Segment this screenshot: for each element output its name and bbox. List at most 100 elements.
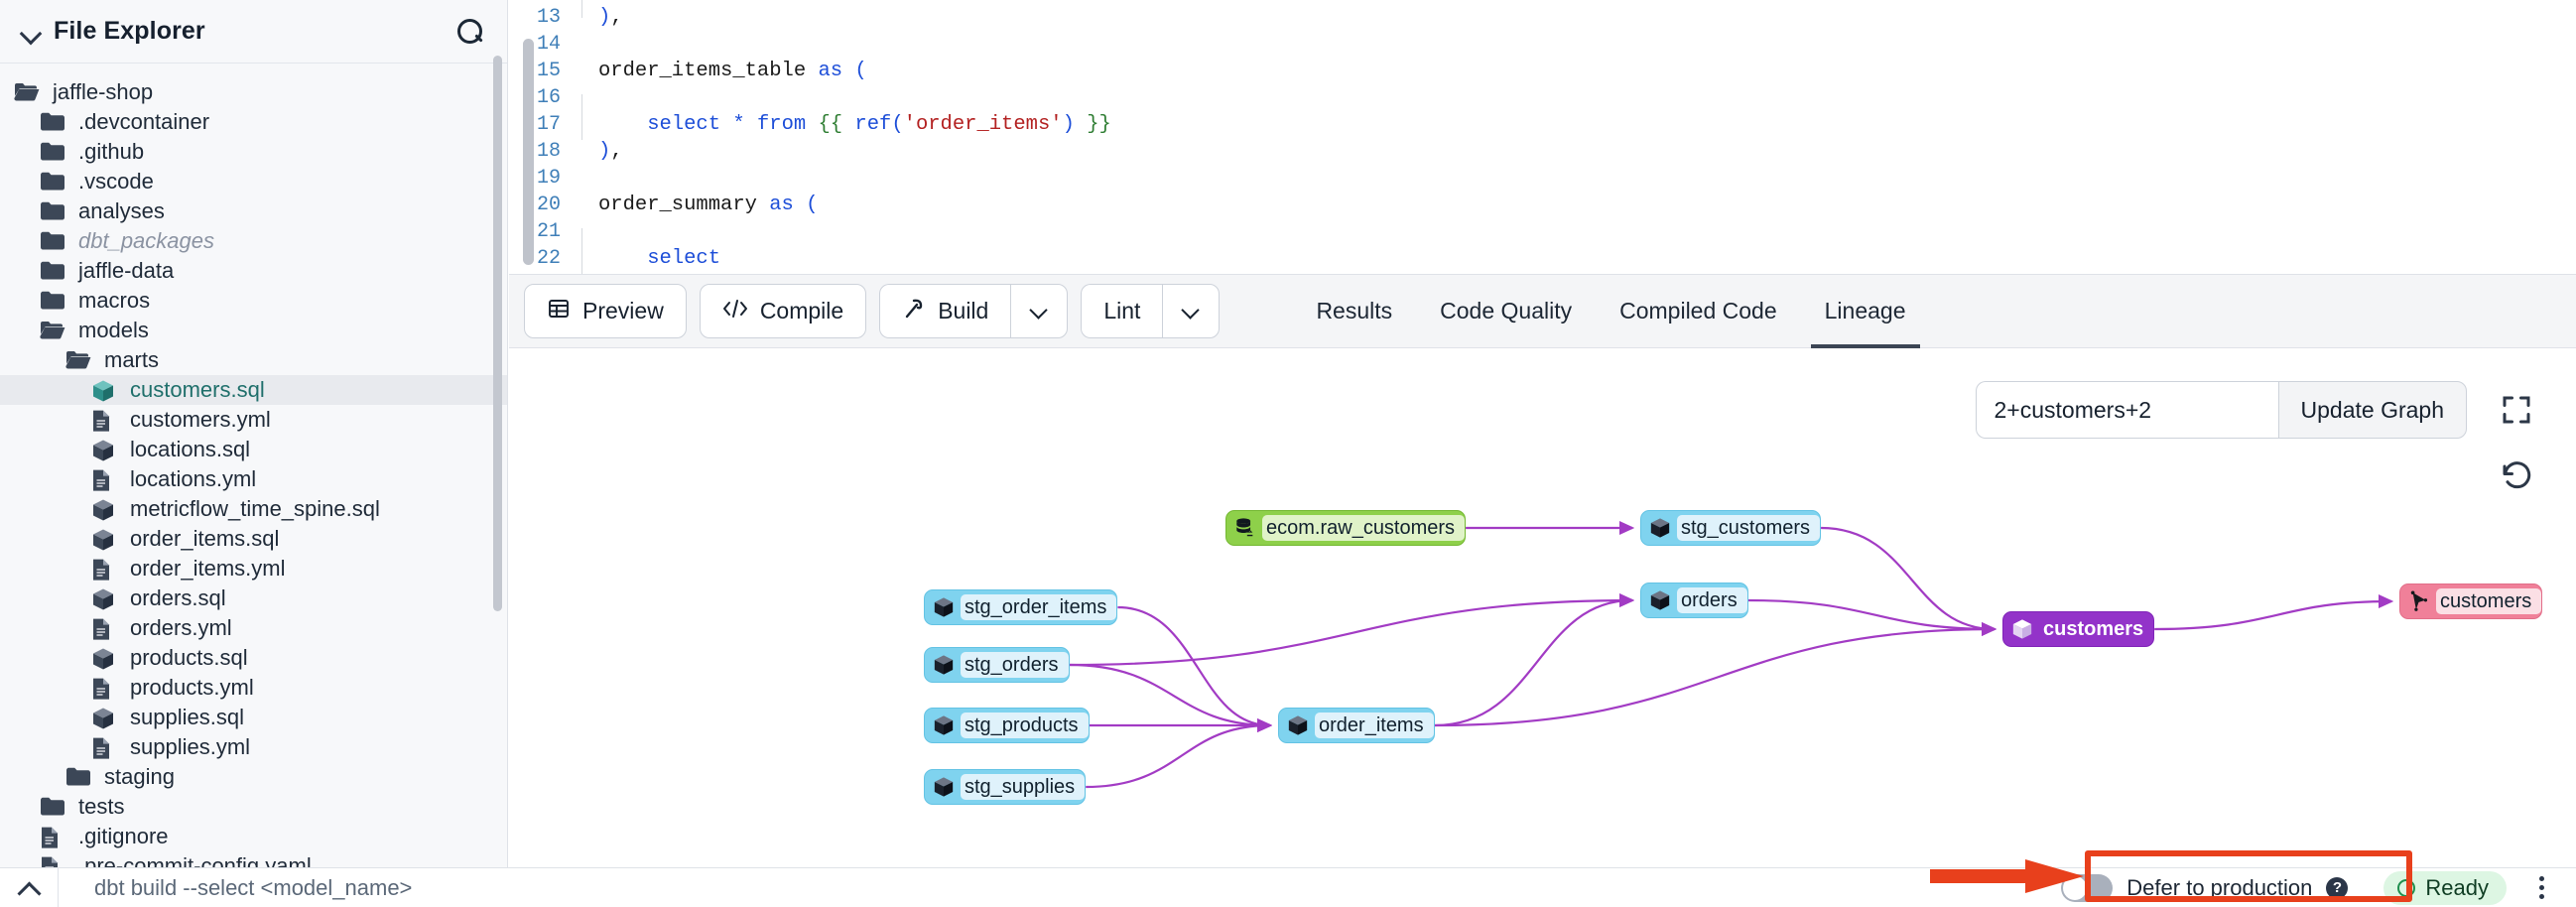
compile-label: Compile <box>759 298 844 324</box>
file-tree-item[interactable]: staging <box>0 762 507 792</box>
file-tree-item[interactable]: .devcontainer <box>0 107 507 137</box>
file-tree-item-label: products.yml <box>130 675 254 700</box>
file-tree-item[interactable]: orders.yml <box>0 613 507 643</box>
code-line[interactable]: 18), <box>509 138 2576 165</box>
reset-arrow-icon[interactable] <box>2499 457 2534 493</box>
file-tree-item-label: supplies.yml <box>130 734 251 759</box>
defer-to-production-toggle[interactable]: Defer to production ? <box>2045 870 2368 906</box>
file-tree-item[interactable]: .gitignore <box>0 822 507 851</box>
file-tree-item[interactable]: jaffle-data <box>0 256 507 286</box>
file-tree-item-label: supplies.sql <box>130 705 244 729</box>
compile-button[interactable]: Compile <box>699 284 867 338</box>
lineage-node-stg_customers[interactable]: stg_customers <box>1640 510 1822 546</box>
code-line[interactable]: 12 <box>509 0 2576 18</box>
file-tree-item[interactable]: dbt_packages <box>0 226 507 256</box>
file-tree-item[interactable]: .pre-commit-config.yaml <box>0 851 507 867</box>
file-tree-item[interactable]: tests <box>0 792 507 822</box>
update-graph-button[interactable]: Update Graph <box>2277 381 2467 439</box>
code-line[interactable]: 16 <box>509 84 2576 125</box>
file-tree-item[interactable]: order_items.sql <box>0 524 507 554</box>
lineage-node-stg_orders[interactable]: stg_orders <box>924 647 1070 683</box>
code-line[interactable]: 19 <box>509 165 2576 192</box>
folder-icon <box>65 349 95 371</box>
lineage-node-stg_products[interactable]: stg_products <box>924 708 1090 743</box>
more-vertical-icon[interactable] <box>2524 876 2558 899</box>
lineage-node-order_items[interactable]: order_items <box>1278 708 1435 743</box>
sidebar-scrollbar[interactable] <box>493 56 502 611</box>
file-tree-item[interactable]: locations.yml <box>0 464 507 494</box>
chevron-down-icon[interactable] <box>18 19 44 45</box>
file-tree-item-label: customers.yml <box>130 407 271 432</box>
command-hint-text: dbt build --select <model_name> <box>94 874 413 900</box>
lineage-node-label: stg_order_items <box>961 594 1117 620</box>
lineage-node-label: stg_customers <box>1677 515 1821 541</box>
file-tree-item[interactable]: models <box>0 316 507 345</box>
lineage-node-customers_focus[interactable]: customers <box>2002 611 2155 647</box>
file-tree-item[interactable]: supplies.sql <box>0 703 507 732</box>
code-line[interactable]: 14 <box>509 31 2576 58</box>
lint-button[interactable]: Lint <box>1081 284 1163 338</box>
file-tree-item[interactable]: jaffle-shop <box>0 77 507 107</box>
lineage-node-customers_exposure[interactable]: customers <box>2399 583 2543 619</box>
lint-dropdown-button[interactable] <box>1162 284 1221 338</box>
line-number: 20 <box>536 194 561 216</box>
file-tree-item[interactable]: metricflow_time_spine.sql <box>0 494 507 524</box>
question-mark-icon[interactable]: ? <box>2326 876 2349 899</box>
file-tree-item[interactable]: .github <box>0 137 507 167</box>
file-tree-item[interactable]: products.yml <box>0 673 507 703</box>
code-line[interactable]: 17 select * from {{ ref('order_items') }… <box>509 109 2576 140</box>
line-number: 14 <box>536 33 561 56</box>
build-dropdown-button[interactable] <box>1010 284 1069 338</box>
defer-to-production-label: Defer to production <box>2126 874 2313 900</box>
status-bar: dbt build --select <model_name> Defer to… <box>0 867 2576 907</box>
code-line[interactable]: 13), <box>509 4 2576 31</box>
file-tree-item[interactable]: customers.sql <box>0 375 507 405</box>
file-tree-item[interactable]: orders.sql <box>0 583 507 613</box>
status-bar-right: Defer to production ? Ready <box>2045 868 2576 907</box>
tab-lineage[interactable]: Lineage <box>1801 274 1930 348</box>
file-tree-item-label: dbt_packages <box>78 228 214 253</box>
file-tree-item[interactable]: order_items.yml <box>0 554 507 583</box>
editor-toolbar: Preview Compile Build <box>509 274 2576 348</box>
toggle-switch[interactable] <box>2061 873 2114 902</box>
search-icon[interactable] <box>453 16 485 48</box>
preview-button[interactable]: Preview <box>524 284 687 338</box>
tab-compiled-code[interactable]: Compiled Code <box>1619 298 1777 324</box>
lineage-node-orders[interactable]: orders <box>1640 583 1748 618</box>
editor-scrollbar[interactable] <box>523 39 534 265</box>
lineage-node-stg_order_items[interactable]: stg_order_items <box>924 589 1118 625</box>
fullscreen-icon[interactable] <box>2499 392 2534 428</box>
file-tree-item-label: orders.sql <box>130 585 226 610</box>
file-tree-item[interactable]: locations.sql <box>0 435 507 464</box>
code-line[interactable]: 22 select <box>509 243 2576 274</box>
file-tree-item-label: .devcontainer <box>78 109 210 134</box>
file-tree-item[interactable]: products.sql <box>0 643 507 673</box>
result-tabs: Results Code Quality Compiled Code Lineage <box>1292 274 1929 348</box>
lineage-edge <box>1086 717 1273 789</box>
build-button[interactable]: Build <box>879 284 1011 338</box>
file-tree-item[interactable]: customers.yml <box>0 405 507 435</box>
tab-code-quality[interactable]: Code Quality <box>1440 298 1573 324</box>
tab-results[interactable]: Results <box>1316 298 1393 324</box>
code-line[interactable]: 21 <box>509 218 2576 259</box>
code-brackets-icon <box>722 298 748 325</box>
code-text: order_items_table as ( <box>598 60 867 82</box>
lineage-node-ecom_raw_customers[interactable]: ecom.raw_customers <box>1225 510 1467 546</box>
lineage-node-stg_supplies[interactable]: stg_supplies <box>924 769 1087 805</box>
file-tree-item[interactable]: marts <box>0 345 507 375</box>
file-tree-item-label: .gitignore <box>78 824 169 848</box>
lineage-edge <box>1821 526 1997 637</box>
folder-icon <box>65 766 95 788</box>
file-tree-item[interactable]: analyses <box>0 196 507 226</box>
graph-selector-input[interactable] <box>1975 381 2278 439</box>
file-tree-item[interactable]: macros <box>0 286 507 316</box>
file-tree-item[interactable]: supplies.yml <box>0 732 507 762</box>
file-tree-item[interactable]: .vscode <box>0 167 507 196</box>
file-tree-item-label: .github <box>78 139 145 164</box>
collapse-panel-button[interactable] <box>0 868 58 907</box>
